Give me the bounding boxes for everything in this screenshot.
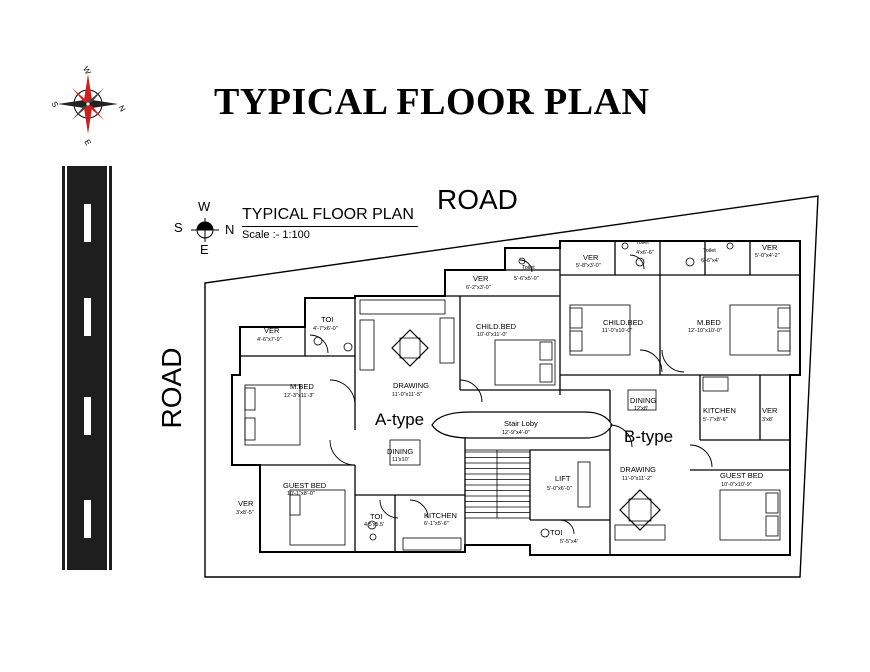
small-compass-n: N bbox=[225, 222, 235, 237]
room-name: DRAWING bbox=[393, 381, 429, 390]
room-dim: 5'-7"x8'-6" bbox=[703, 417, 728, 423]
room-name: KITCHEN bbox=[703, 406, 736, 415]
room-name: DINING bbox=[387, 447, 414, 456]
room-dim: 11'-0"x11'-2" bbox=[622, 476, 652, 482]
room-name: Toilet bbox=[522, 265, 535, 271]
room-dim: 5'-0"x6'-0" bbox=[547, 486, 572, 492]
room-dim: 3'x8'-5" bbox=[236, 510, 254, 516]
room-name: VER bbox=[473, 274, 489, 283]
room-dim: 12'-3"x11'-3" bbox=[284, 393, 315, 399]
room-dim: 5'-5"x4' bbox=[560, 539, 578, 545]
room-name: VER bbox=[264, 326, 280, 335]
furniture bbox=[244, 299, 791, 551]
room-dim: 6'-2"x3'-0" bbox=[466, 285, 491, 291]
room-dim: 11'-0"x10'-0" bbox=[602, 328, 633, 334]
small-compass-icon bbox=[191, 218, 219, 242]
room-dim: 3'x8' bbox=[762, 417, 773, 423]
room-name: LIFT bbox=[555, 474, 571, 483]
door-swings bbox=[309, 254, 713, 535]
room-name: Toilet bbox=[636, 240, 649, 246]
room-dim: 10'-0"x10'-9" bbox=[721, 482, 752, 488]
room-name: CHILD.BED bbox=[476, 322, 517, 331]
room-name: DINING bbox=[630, 396, 657, 405]
room-dim: 5'-6"x5'-0" bbox=[514, 276, 539, 282]
room-dim: 11'-0"x11'-5" bbox=[392, 392, 422, 398]
small-compass-s: S bbox=[174, 220, 183, 235]
room-name: Toilet bbox=[703, 248, 716, 254]
interior-walls bbox=[240, 241, 800, 555]
road-top-label: ROAD bbox=[437, 184, 518, 215]
building-walls bbox=[231, 240, 801, 556]
room-name: Stair Loby bbox=[504, 419, 538, 428]
room-dim: 10'-0"x11'-0" bbox=[477, 332, 508, 338]
site-boundary bbox=[204, 195, 819, 578]
room-name: KITCHEN bbox=[424, 511, 457, 520]
plan-scale: Scale :- 1:100 bbox=[242, 229, 310, 241]
room-dim: 4'-7"x6'-0" bbox=[313, 326, 338, 332]
unit-a-label: A-type bbox=[375, 410, 425, 429]
room-dim: 11'x10' bbox=[392, 457, 409, 463]
room-name: TOI bbox=[321, 315, 334, 324]
room-dim: 5'-8"x3'-0" bbox=[576, 263, 601, 269]
road-left-label: ROAD bbox=[156, 347, 187, 429]
room-name: VER bbox=[238, 499, 254, 508]
room-name: DRAWING bbox=[620, 465, 656, 474]
room-dim: 4'-6"x7'-9" bbox=[257, 337, 282, 343]
room-name: GUEST BED bbox=[283, 481, 327, 490]
room-name: TOI bbox=[370, 512, 383, 521]
room-dim: 6'-6"x4' bbox=[701, 258, 719, 264]
room-name: VER bbox=[762, 243, 778, 252]
room-dim: 4'x6'-6" bbox=[636, 250, 654, 256]
room-dim: 12'-10"x10'-0" bbox=[688, 328, 722, 334]
room-name: VER bbox=[583, 253, 599, 262]
room-name: TOI bbox=[550, 528, 563, 537]
room-dim: 12'x8' bbox=[634, 406, 649, 412]
room-name: VER bbox=[762, 406, 778, 415]
room-dim: 6'-1"x5'-6" bbox=[424, 521, 449, 527]
toilet-fixtures bbox=[313, 242, 734, 541]
room-name: M.BED bbox=[697, 318, 721, 327]
plan-subtitle: TYPICAL FLOOR PLAN bbox=[242, 206, 414, 223]
compass-rose-icon bbox=[58, 74, 118, 134]
road-strip bbox=[62, 166, 112, 570]
room-name: M.BED bbox=[290, 382, 314, 391]
unit-b-label: B-type bbox=[624, 427, 674, 446]
stairs bbox=[431, 411, 613, 519]
room-dim: 4.5'x5.5' bbox=[364, 522, 385, 528]
small-compass-w: W bbox=[198, 199, 211, 214]
room-dim: 12'-9"x4'-0" bbox=[502, 430, 530, 436]
room-name: GUEST BED bbox=[720, 471, 764, 480]
room-name: CHILD.BED bbox=[603, 318, 644, 327]
small-compass-e: E bbox=[200, 242, 209, 257]
room-dim: 5'-0"x4'-2" bbox=[755, 253, 780, 259]
room-dim: 10'-1"x8'-0" bbox=[287, 491, 315, 497]
page-title: TYPICAL FLOOR PLAN bbox=[214, 81, 650, 123]
plan-subtitle-underline bbox=[242, 226, 418, 227]
